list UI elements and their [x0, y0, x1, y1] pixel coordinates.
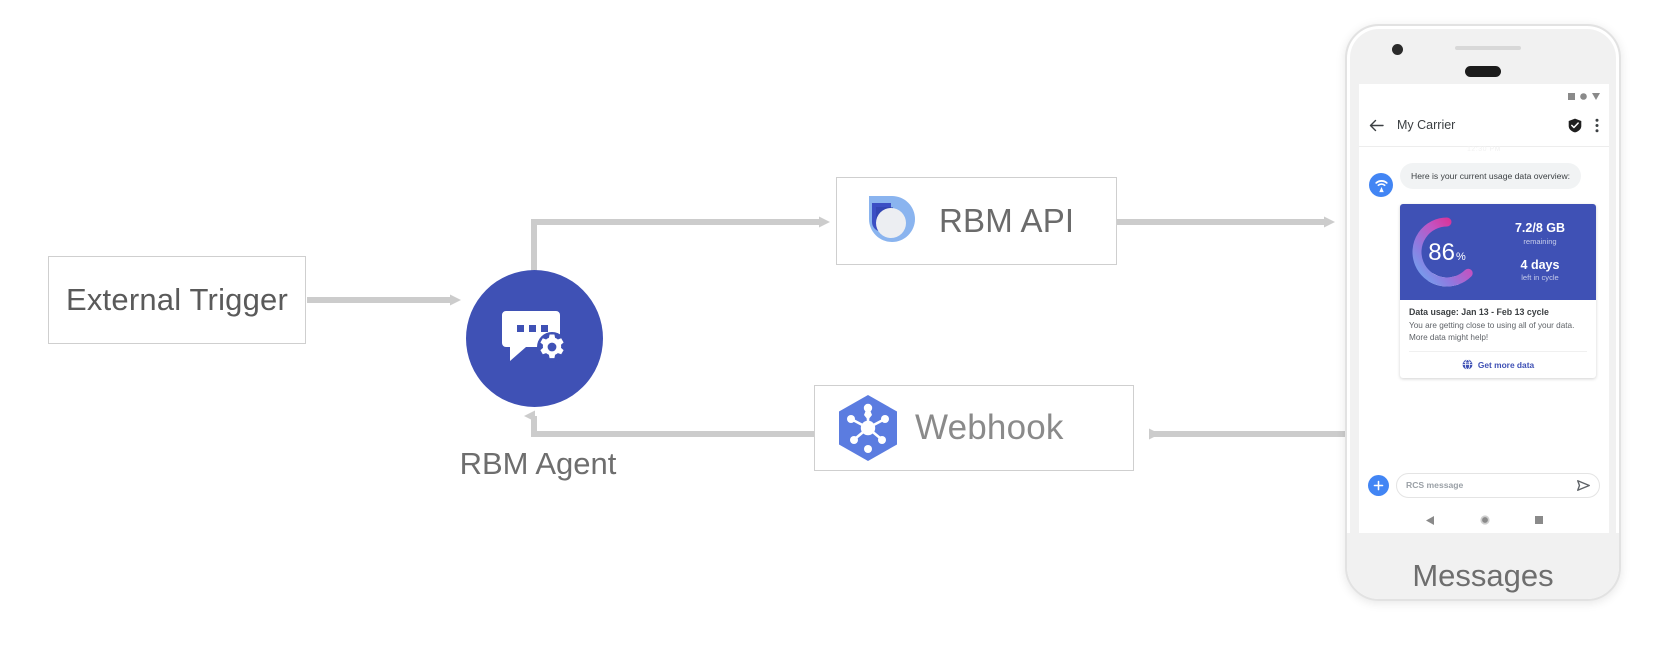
webhook-label: Webhook: [915, 408, 1064, 447]
stat-data-value: 7.2/8 GB: [1514, 221, 1566, 236]
message-composer: RCS message: [1359, 466, 1609, 504]
back-arrow-icon[interactable]: [1369, 119, 1384, 132]
send-icon[interactable]: [1577, 479, 1590, 491]
avatar: [1369, 173, 1393, 197]
node-rbm-api[interactable]: RBM API: [836, 177, 1117, 265]
status-bar: [1359, 84, 1609, 104]
rbm-agent-label: RBM Agent: [459, 446, 617, 481]
back-triangle-icon[interactable]: [1425, 515, 1435, 525]
stat-days-value: 4 days: [1520, 257, 1560, 272]
globe-icon: [1462, 359, 1473, 371]
messages-label: Messages: [1412, 558, 1554, 593]
phone-device: My Carrier 12:30 PM: [1345, 24, 1621, 601]
message-bubble: Here is your current usage data overview…: [1400, 163, 1582, 190]
add-attachment-button[interactable]: [1368, 474, 1389, 496]
gauge-percent-symbol: %: [1455, 251, 1466, 263]
plus-icon: [1373, 480, 1384, 490]
node-webhook[interactable]: Webhook: [814, 385, 1134, 471]
speaker-grille: [1455, 46, 1521, 50]
broadcast-wifi-icon: [1374, 179, 1388, 192]
phone-screen: My Carrier 12:30 PM: [1359, 84, 1609, 534]
message-input[interactable]: RCS message: [1396, 472, 1600, 498]
rich-card[interactable]: 86 % 7.2/8 GB remaining 4 days left in c…: [1400, 204, 1596, 379]
external-trigger-label: External Trigger: [65, 282, 289, 317]
phone-top-bezel: [1347, 26, 1619, 90]
signal-square-icon: [1568, 92, 1575, 100]
rich-card-body: Data usage: Jan 13 - Feb 13 cycle You ar…: [1400, 300, 1596, 378]
chat-gear-icon: [501, 310, 567, 362]
conversation-timestamp: 12:30 PM: [1467, 146, 1501, 153]
rbm-api-icon: [865, 196, 915, 242]
app-bar: My Carrier 12:30 PM: [1359, 104, 1609, 153]
get-more-data-button[interactable]: Get more data: [1409, 351, 1587, 371]
stat-days-caption: left in cycle: [1521, 272, 1559, 282]
webhook-hexagon-icon: [839, 395, 897, 461]
rich-card-hero: 86 % 7.2/8 GB remaining 4 days left in c…: [1400, 204, 1596, 300]
front-camera-icon: [1392, 44, 1403, 55]
gauge-center-label: 86 %: [1408, 213, 1486, 291]
rich-card-description: You are getting close to using all of yo…: [1409, 321, 1575, 342]
phone-bottom-bezel: [1347, 533, 1619, 599]
battery-triangle-icon: [1592, 92, 1600, 100]
recents-square-icon[interactable]: [1534, 516, 1543, 524]
rbm-api-label: RBM API: [939, 202, 1075, 239]
message-input-placeholder: RCS message: [1406, 480, 1464, 490]
node-external-trigger[interactable]: External Trigger: [48, 256, 306, 344]
wifi-dot-icon: [1580, 92, 1587, 100]
stat-data-caption: remaining: [1523, 236, 1557, 246]
usage-gauge: 86 %: [1408, 213, 1486, 291]
earpiece-speaker: [1465, 66, 1501, 77]
more-vert-icon[interactable]: [1595, 118, 1599, 133]
app-bar-title: My Carrier: [1397, 118, 1456, 132]
get-more-data-label: Get more data: [1477, 359, 1535, 370]
node-rbm-agent[interactable]: [466, 270, 603, 407]
verified-shield-icon[interactable]: [1568, 118, 1582, 133]
edge-webhook-to-agent: [524, 410, 814, 437]
gauge-percent-value: 86: [1428, 239, 1455, 266]
message-row: Here is your current usage data overview…: [1369, 163, 1599, 197]
hero-stats: 7.2/8 GB remaining 4 days left in cycle: [1494, 221, 1586, 282]
rich-card-title: Data usage: Jan 13 - Feb 13 cycle: [1409, 307, 1549, 317]
android-nav-bar: [1359, 506, 1609, 534]
home-circle-icon[interactable]: [1479, 515, 1490, 525]
